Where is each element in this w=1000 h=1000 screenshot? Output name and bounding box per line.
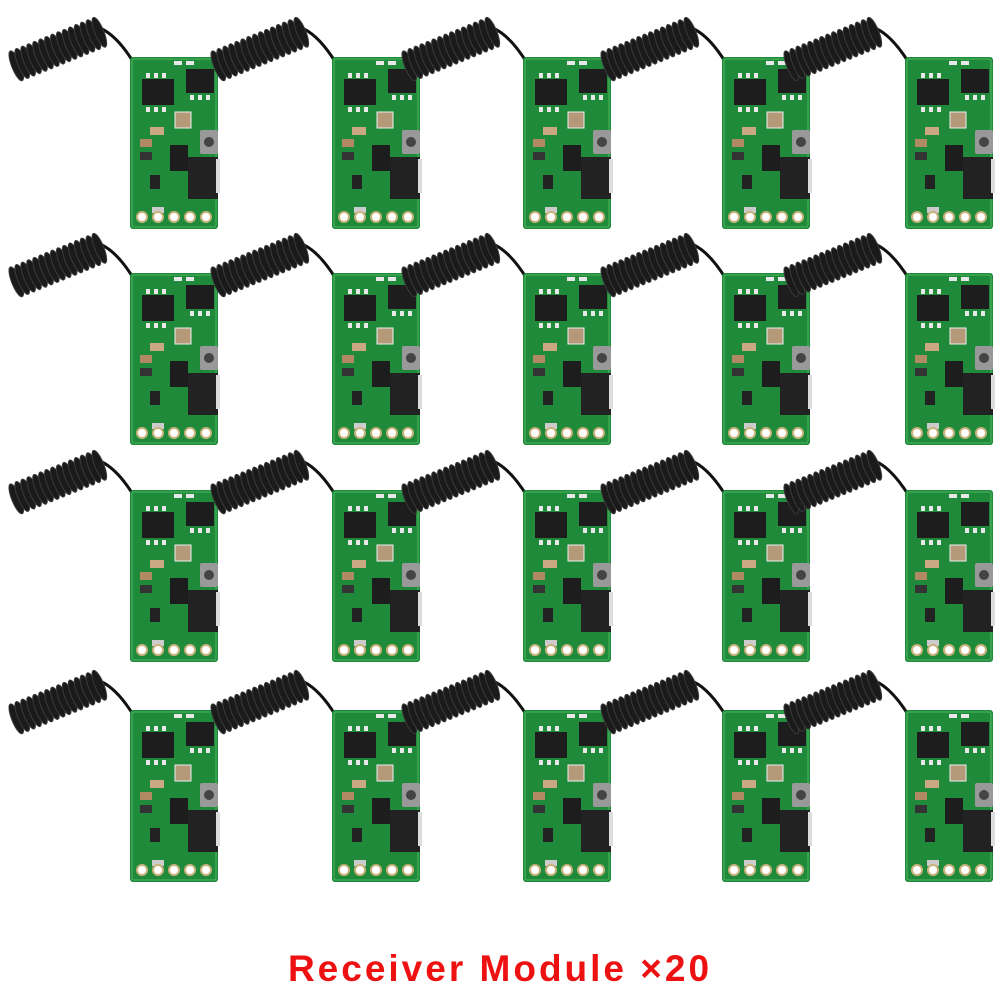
- receiver-module: [596, 667, 814, 884]
- receiver-module: [4, 230, 222, 447]
- receiver-module: [596, 230, 814, 447]
- receiver-module: [397, 14, 615, 231]
- receiver-module: [397, 230, 615, 447]
- receiver-module: [397, 447, 615, 664]
- product-caption: Receiver Module ×20: [287, 948, 713, 989]
- receiver-module: [206, 230, 424, 447]
- receiver-module: [779, 14, 997, 231]
- receiver-module: [779, 447, 997, 664]
- receiver-module: [4, 667, 222, 884]
- receiver-module-grid: [4, 14, 997, 884]
- receiver-module: [596, 447, 814, 664]
- receiver-module: [779, 667, 997, 884]
- receiver-module: [779, 230, 997, 447]
- receiver-module: [4, 14, 222, 231]
- receiver-module: [397, 667, 615, 884]
- receiver-module: [206, 447, 424, 664]
- receiver-module: [206, 14, 424, 231]
- receiver-module: [206, 667, 424, 884]
- receiver-module: [596, 14, 814, 231]
- receiver-module: [4, 447, 222, 664]
